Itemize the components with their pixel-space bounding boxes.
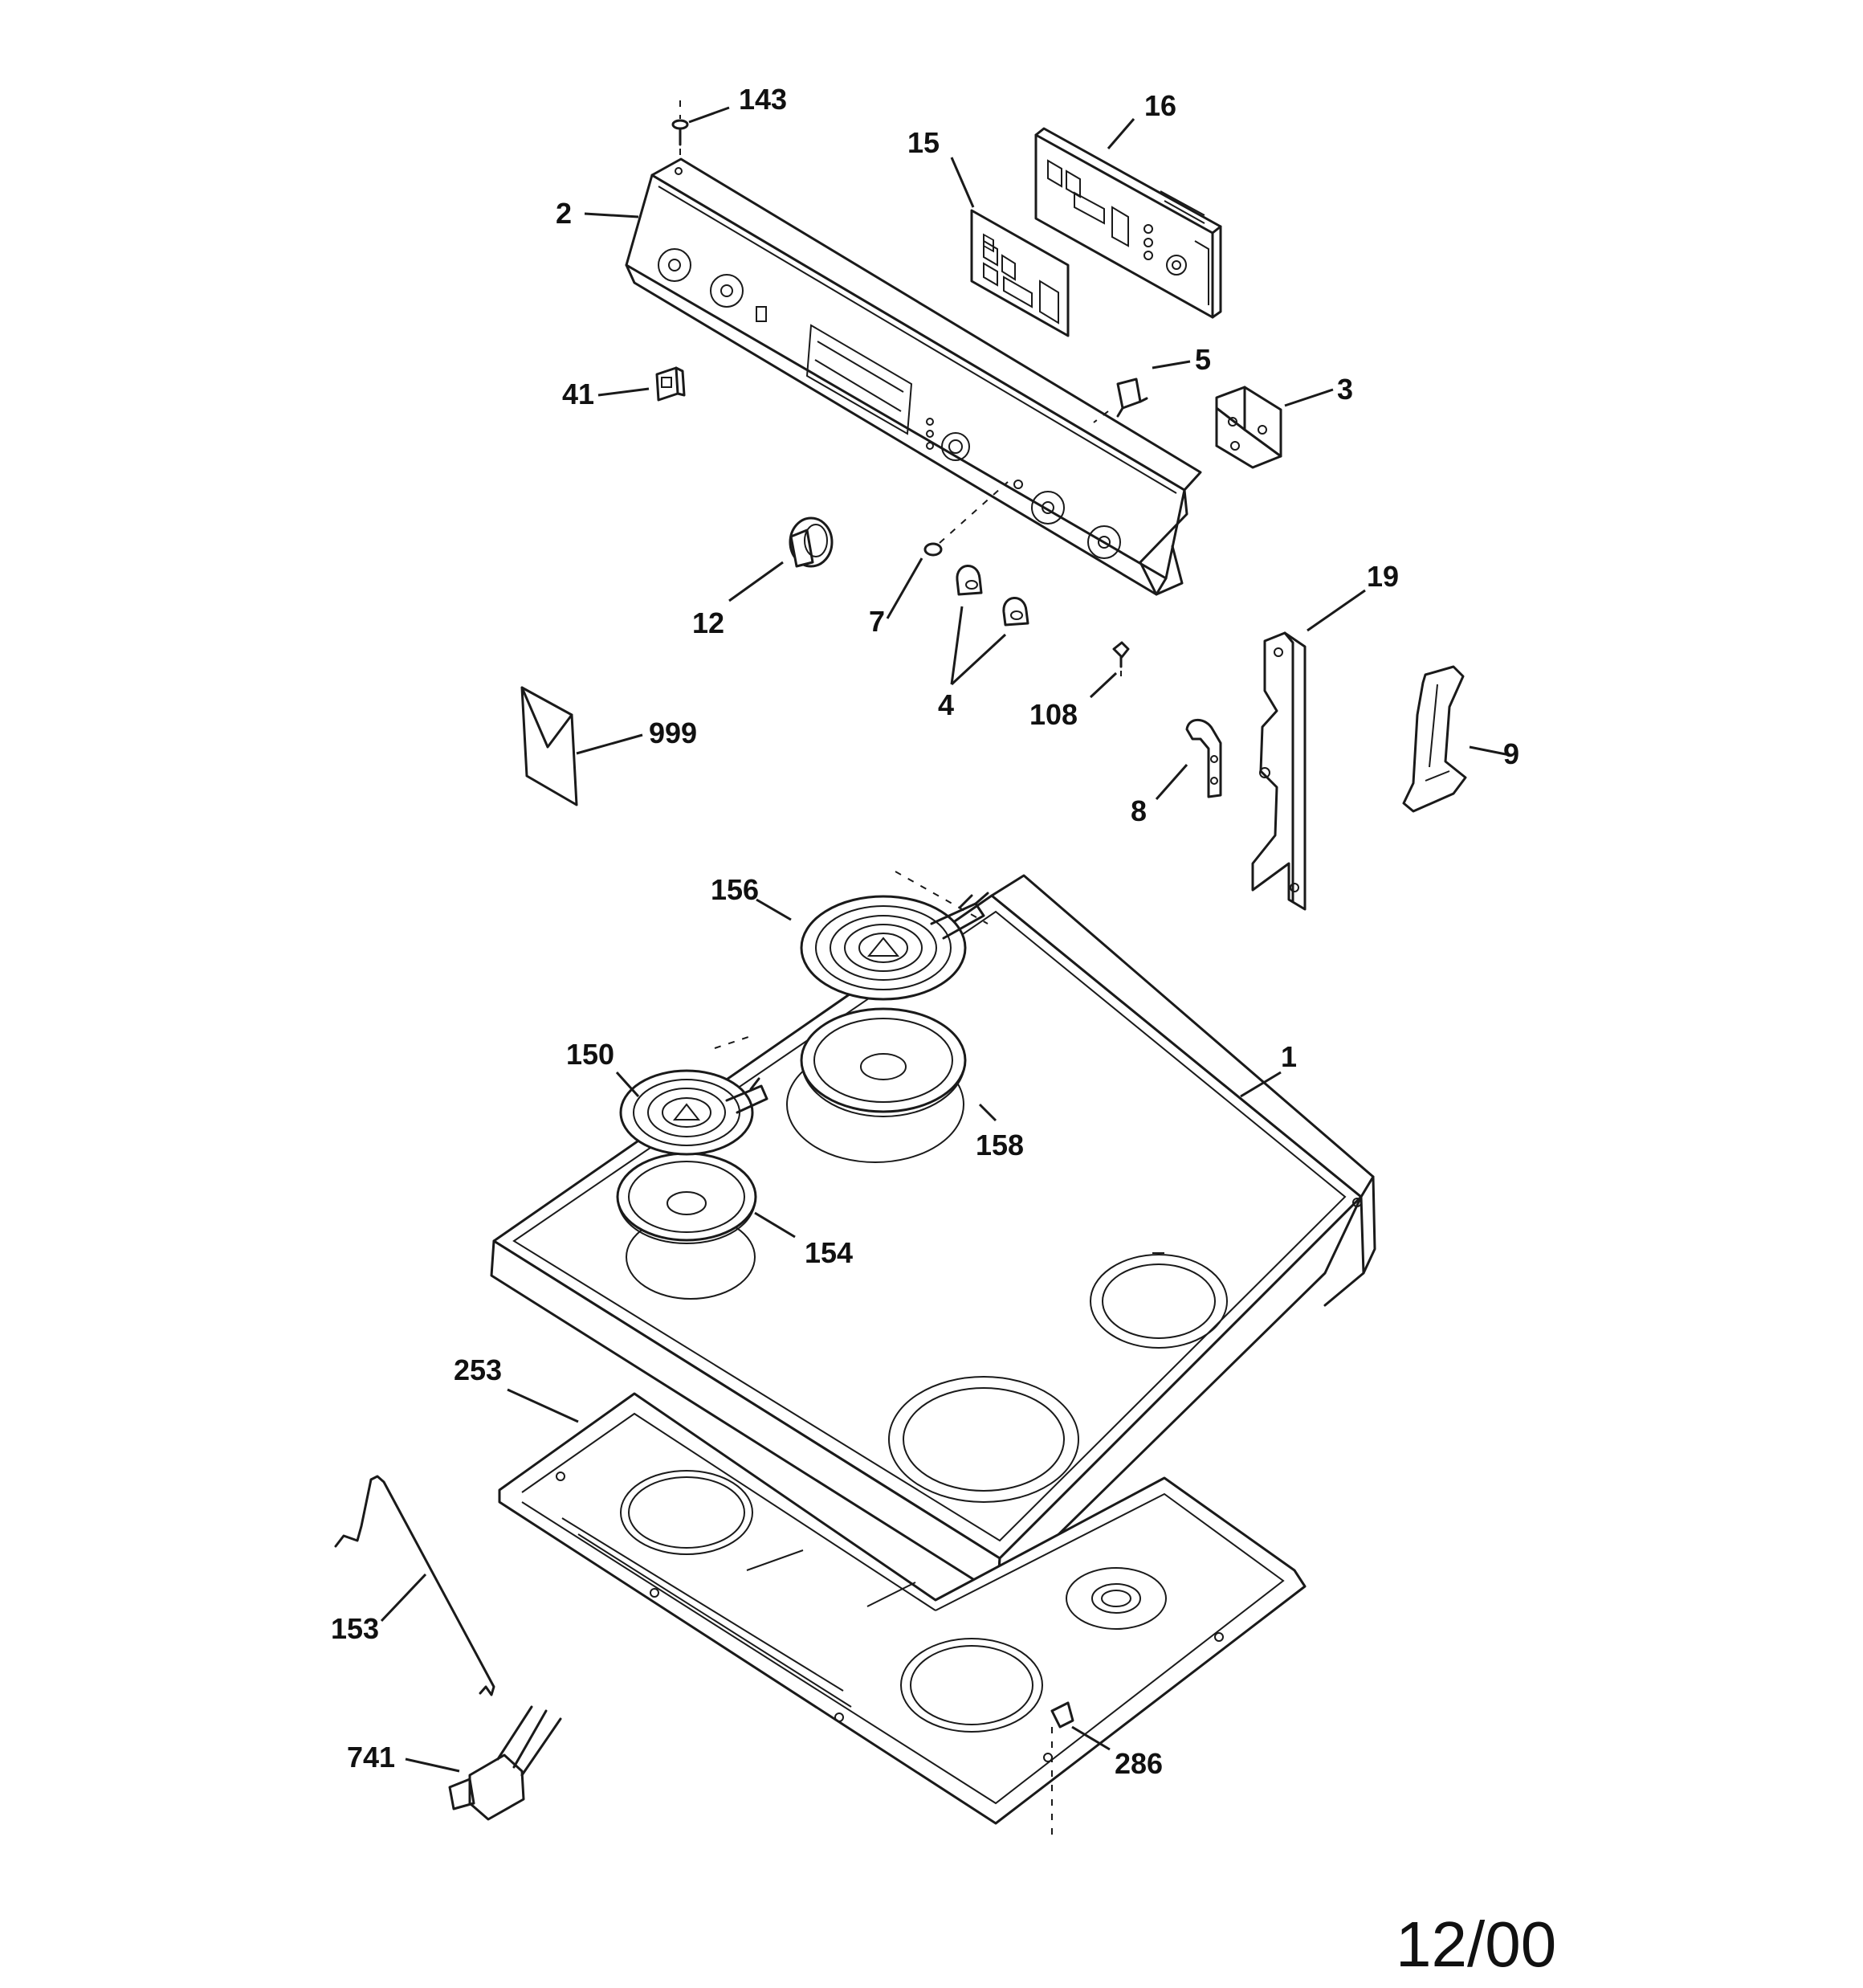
callout-286: 286	[1115, 1747, 1163, 1780]
callout-12: 12	[692, 606, 724, 639]
leader-lines	[380, 106, 1510, 1773]
drip-pan-154	[617, 1196, 756, 1245]
literature-999	[520, 686, 578, 806]
callout-41: 41	[562, 378, 594, 410]
callout-741: 741	[347, 1741, 395, 1774]
callout-143: 143	[739, 83, 787, 116]
large-burner-156	[800, 892, 989, 1113]
screw-108	[1112, 641, 1130, 676]
callout-1: 1	[1281, 1040, 1297, 1073]
callout-2: 2	[556, 197, 572, 230]
switch-41	[655, 366, 686, 402]
callout-153: 153	[331, 1612, 379, 1645]
callout-150: 150	[566, 1038, 614, 1071]
callout-19: 19	[1367, 560, 1399, 593]
callout-3: 3	[1337, 373, 1353, 406]
end-cap-9	[1402, 665, 1467, 813]
overlay-15	[970, 209, 1070, 337]
knobs-4	[956, 565, 1029, 627]
callout-7: 7	[869, 605, 885, 638]
control-board-16	[1034, 127, 1222, 319]
rod-153	[334, 1475, 495, 1696]
callout-labels: 143 16 15 2 5 3 41 12 7 4 108 19 999 9 8…	[331, 83, 1519, 1780]
callout-156: 156	[711, 873, 759, 906]
callout-154: 154	[805, 1236, 853, 1269]
callout-9: 9	[1503, 737, 1519, 770]
callout-108: 108	[1029, 698, 1078, 731]
small-burner-150	[616, 1069, 768, 1242]
callout-16: 16	[1144, 89, 1176, 122]
burner-box-253	[498, 1392, 1307, 1839]
terminal-block-741	[448, 1705, 562, 1821]
callout-999: 999	[649, 716, 697, 749]
callout-4: 4	[938, 688, 954, 721]
drip-pan-158	[801, 1059, 966, 1118]
callout-158: 158	[976, 1129, 1024, 1161]
backsplash-panel	[625, 157, 1202, 596]
bulb-7	[923, 481, 1009, 557]
date-code: 12/00	[1396, 1908, 1556, 1980]
knob-12	[789, 516, 834, 568]
bracket-19	[1251, 631, 1307, 911]
relay-5	[1093, 378, 1148, 423]
hinge-8	[1185, 718, 1222, 798]
screw-143	[671, 100, 689, 161]
block-3	[1215, 386, 1282, 469]
callout-15: 15	[907, 126, 940, 159]
callout-8: 8	[1131, 794, 1147, 827]
callout-253: 253	[454, 1353, 502, 1386]
callout-5: 5	[1195, 343, 1211, 376]
